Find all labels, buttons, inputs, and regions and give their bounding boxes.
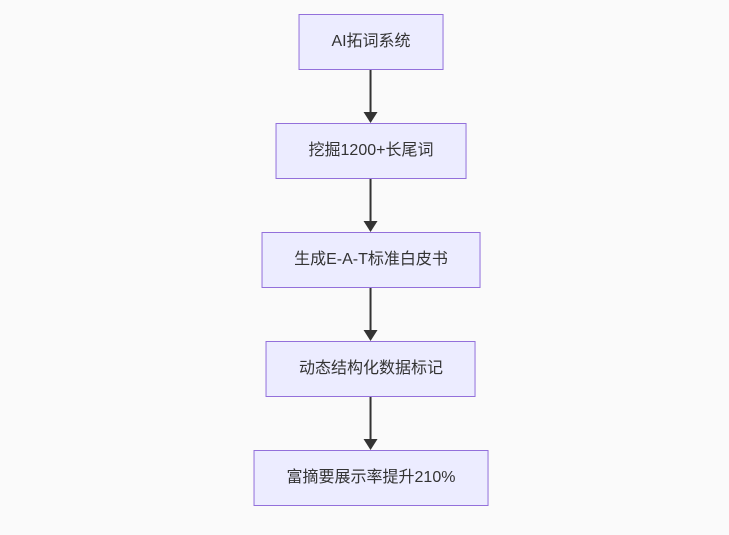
arrow-down-icon	[364, 397, 378, 450]
arrow-line	[370, 70, 372, 113]
arrow-head-icon	[364, 221, 378, 232]
flow-node-eat-whitepaper: 生成E-A-T标准白皮书	[261, 232, 481, 288]
arrow-head-icon	[364, 112, 378, 123]
arrow-down-icon	[364, 70, 378, 123]
flow-node-ai-keyword-system: AI拓词系统	[298, 14, 444, 70]
flow-node-label: 动态结构化数据标记	[298, 360, 443, 378]
arrow-line	[370, 179, 372, 222]
arrow-head-icon	[364, 439, 378, 450]
flow-node-label: AI拓词系统	[331, 33, 411, 51]
arrow-line	[370, 397, 372, 440]
arrow-head-icon	[364, 330, 378, 341]
flow-node-label: 挖掘1200+长尾词	[308, 142, 434, 160]
flow-node-structured-data-markup: 动态结构化数据标记	[265, 341, 476, 397]
arrow-down-icon	[364, 288, 378, 341]
flowchart: AI拓词系统 挖掘1200+长尾词 生成E-A-T标准白皮书 动态结构化数据标记	[253, 14, 489, 506]
arrow-down-icon	[364, 179, 378, 232]
arrow-line	[370, 288, 372, 331]
flow-node-rich-snippet-rate: 富摘要展示率提升210%	[253, 450, 489, 506]
flow-node-label: 生成E-A-T标准白皮书	[294, 251, 448, 269]
flow-node-longtail-mining: 挖掘1200+长尾词	[275, 123, 467, 179]
flow-node-label: 富摘要展示率提升210%	[286, 469, 456, 487]
